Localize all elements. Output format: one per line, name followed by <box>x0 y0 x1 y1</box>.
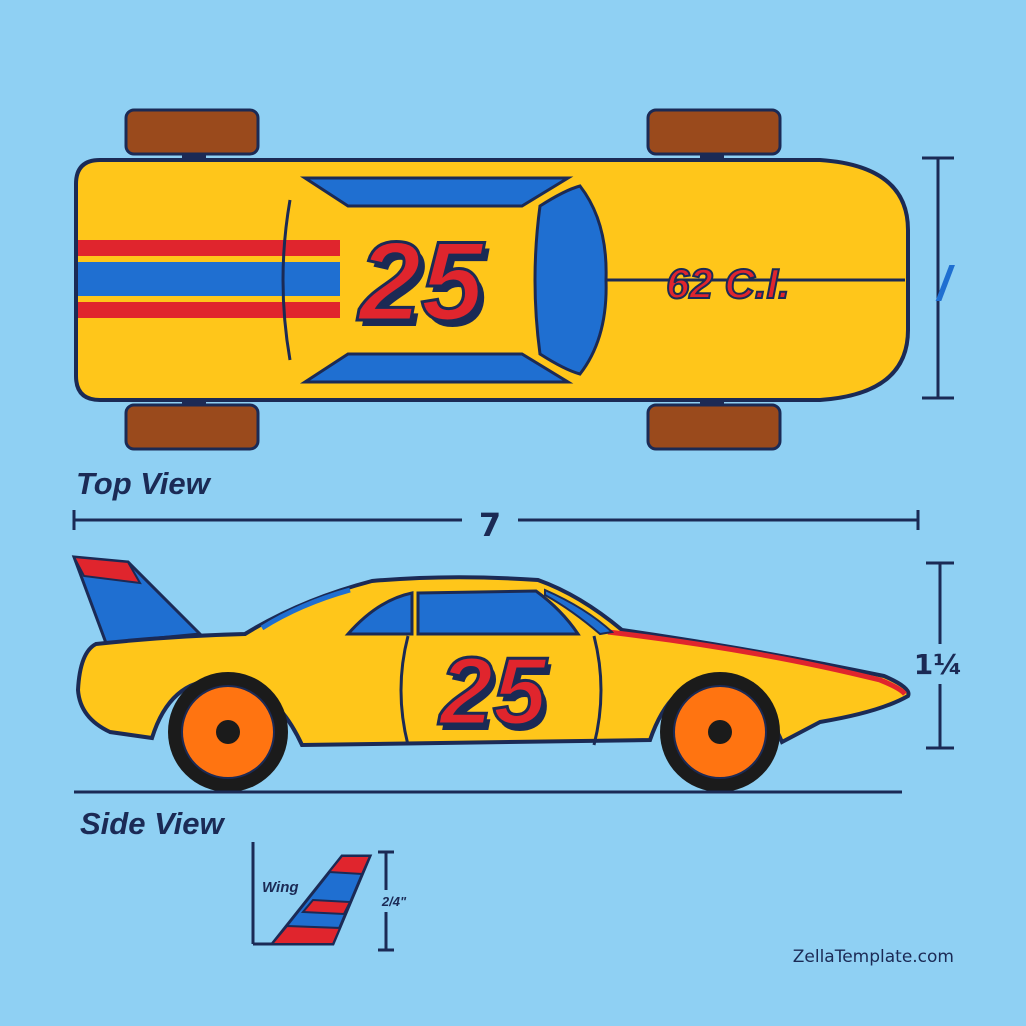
side-rear-glass <box>260 587 351 631</box>
stripe-red <box>78 302 340 318</box>
wing-stripe-middle <box>300 898 352 916</box>
wing-label: Wing <box>262 879 299 896</box>
top-windshield <box>533 184 608 376</box>
stripe-blue <box>78 262 340 296</box>
wing-stripe-top <box>326 855 372 876</box>
engine-label: 62 C.I. <box>666 260 790 307</box>
hub <box>216 720 240 744</box>
side-view: 25 25 1¼ Side View <box>71 555 968 841</box>
hub <box>708 720 732 744</box>
top-car-body <box>74 158 910 402</box>
top-window-right <box>299 352 574 384</box>
height-label-bg <box>912 644 968 684</box>
wing-stripe-bottom <box>269 924 342 945</box>
top-number-shadow: 25 <box>362 225 490 350</box>
side-windshield <box>544 588 615 636</box>
top-car-number: 25 <box>357 219 485 344</box>
top-wheel-rear-left <box>646 108 782 156</box>
stripe-red <box>78 240 340 256</box>
wing-detail: Wing 2/4" <box>251 842 412 952</box>
top-window-left <box>299 176 574 208</box>
width-mark: / <box>935 258 955 311</box>
length-label: 7 <box>479 506 501 544</box>
top-wheel-front-right <box>124 403 260 451</box>
side-window-front <box>416 589 581 636</box>
top-wheel-front-left <box>124 108 260 156</box>
height-label: 1¼ <box>914 648 962 681</box>
side-number-shadow: 25 <box>442 644 552 751</box>
side-view-label: Side View <box>80 806 225 841</box>
length-dimension: 7 <box>72 506 920 544</box>
top-wheel-rear-right <box>646 403 782 451</box>
side-car-body <box>75 575 911 748</box>
side-car-number: 25 <box>438 638 548 745</box>
wing-dim-label-bg <box>376 890 412 912</box>
wing-height-label: 2/4" <box>381 894 407 909</box>
side-wheel-rear <box>168 672 288 792</box>
top-view-label: Top View <box>76 466 212 501</box>
side-wheel-front <box>660 672 780 792</box>
side-wing-stripe <box>72 555 142 585</box>
site-credit: ZellaTemplate.com <box>793 947 954 967</box>
door-line <box>592 635 603 746</box>
side-window-rear <box>344 591 414 636</box>
door-line <box>399 635 410 746</box>
side-stripe <box>607 629 907 696</box>
panel-line <box>281 199 292 361</box>
top-view: 25 25 62 C.I. / Top View <box>74 108 955 501</box>
